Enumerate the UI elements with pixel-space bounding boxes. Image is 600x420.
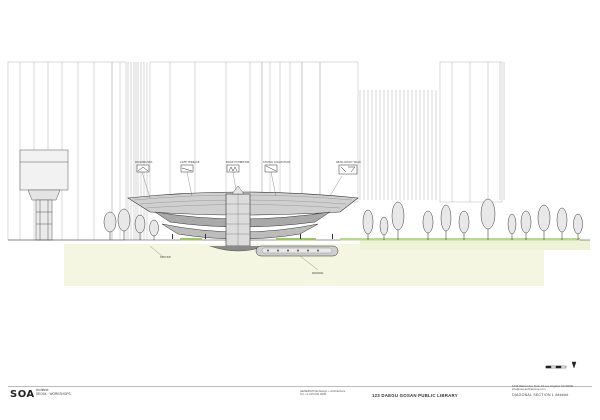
credits-line: Tel. +1 215 000 0000 <box>300 392 327 397</box>
callout-icon <box>226 164 240 173</box>
people <box>172 234 333 239</box>
project-title: 123 DAEGU GOSAN PUBLIC LIBRARY <box>372 393 458 398</box>
water-tower <box>19 149 69 241</box>
firm-logo: SOA <box>10 389 35 400</box>
hatched-tower <box>127 62 505 240</box>
tree <box>507 213 517 235</box>
address: 1234 Walnut Ave Suite 10 Los Angeles CA … <box>512 384 574 392</box>
firm-subtitle: Architect SEOUL · WORKSHOPS <box>36 388 71 396</box>
library-building <box>127 185 359 252</box>
credits-line: GENERATIVE Design + Architecture <box>300 389 346 393</box>
scale-bar <box>545 361 577 369</box>
tree <box>480 198 496 230</box>
tree <box>556 207 568 233</box>
tree <box>458 210 470 234</box>
callout-icon <box>180 164 194 173</box>
lower-label: PARKING <box>312 271 323 275</box>
tree <box>149 219 159 237</box>
tree <box>537 204 551 232</box>
address-line: 1234 Walnut Ave Suite 10 Los Angeles CA … <box>512 384 574 388</box>
callout-label: CAFE TERRACE <box>180 160 200 164</box>
sheet-title: DIAGONAL SECTION 1 ###### <box>512 393 569 397</box>
callout-labels: LEADING SEA CAFE TERRACE BOOK EXHIBITION… <box>135 160 361 275</box>
firm-subtitle-line: SEOUL · WORKSHOPS <box>36 391 71 396</box>
lawn-patches <box>180 238 580 241</box>
underground-parking <box>255 245 339 257</box>
title-block-rule <box>8 386 592 387</box>
title-block: SOA Architect SEOUL · WORKSHOPS GENERATI… <box>0 384 600 420</box>
callout-icons <box>136 164 358 175</box>
tree <box>379 216 389 236</box>
tree-trunks <box>109 229 579 240</box>
callout-label: READ-STUDY WALK <box>336 160 361 164</box>
callout-icon <box>136 164 150 173</box>
ground-field-right <box>360 240 590 250</box>
tree <box>520 210 532 234</box>
firm-subtitle-line: Architect <box>36 388 49 392</box>
callout-label: STUDIO COLLECTION <box>263 160 290 164</box>
tree <box>117 208 131 232</box>
tree <box>391 201 405 231</box>
tree <box>134 214 146 234</box>
address-line: info@soa-architecture.com <box>512 387 546 392</box>
credits: GENERATIVE Design + Architecture Tel. +1… <box>300 389 346 397</box>
lower-label: SERVICE <box>160 255 171 259</box>
tree <box>573 213 583 235</box>
tree <box>103 211 117 233</box>
callout-label: BOOK EXHIBITION <box>226 160 249 164</box>
tree <box>440 204 452 232</box>
tree <box>422 210 434 234</box>
callout-icon <box>338 164 358 175</box>
callout-label: LEADING SEA <box>135 160 153 164</box>
tree <box>362 209 374 235</box>
trees <box>103 198 583 237</box>
callout-group <box>141 171 343 271</box>
